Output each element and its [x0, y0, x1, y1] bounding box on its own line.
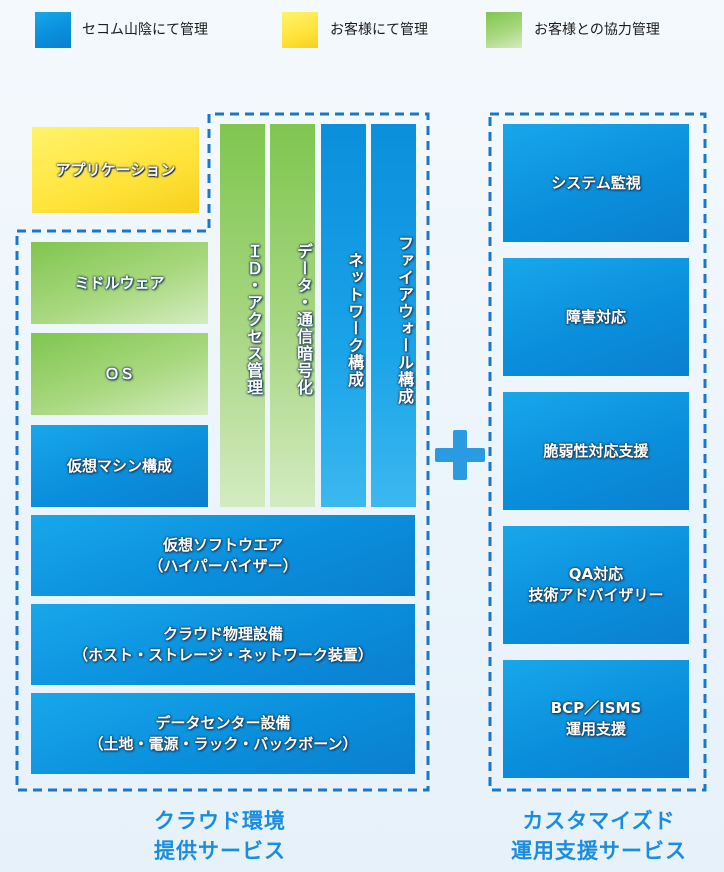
legend-swatch-cooperative: [486, 12, 522, 48]
hypervisor-box: 仮想ソフトウエア （ハイパーバイザー）: [31, 515, 415, 596]
middleware-box: ミドルウェア: [31, 242, 208, 324]
physical-facilities-box: クラウド物理設備 （ホスト・ストレージ・ネットワーク装置）: [31, 604, 415, 685]
legend-label-customer: お客様にて管理: [330, 22, 428, 38]
custom-item-qa-advisory: QA対応 技術アドバイザリー: [503, 526, 689, 644]
os-box: ＯＳ: [31, 333, 208, 415]
cloud-caption-line2: 提供サービス: [154, 839, 286, 863]
legend-label-secom: セコム山陰にて管理: [82, 22, 208, 38]
plus-icon: [435, 430, 485, 480]
column-data-encryption: データ・通信暗号化: [270, 124, 315, 507]
datacenter-facilities-box: データセンター設備 （土地・電源・ラック・バックボーン）: [31, 693, 415, 774]
custom-caption: カスタマイズド 運用支援サービス: [492, 806, 706, 866]
custom-caption-line2: 運用支援サービス: [511, 839, 687, 863]
cloud-caption-line1: クラウド環境: [154, 809, 286, 833]
column-id-access-management: ＩＤ・アクセス管理: [220, 124, 265, 507]
custom-item-vulnerability-support: 脆弱性対応支援: [503, 392, 689, 510]
custom-item-bcp-isms: BCP／ISMS 運用支援: [503, 660, 689, 778]
legend-swatch-secom: [35, 12, 71, 48]
column-network-config: ネットワーク構成: [321, 124, 366, 507]
custom-item-system-monitoring: システム監視: [503, 124, 689, 242]
cloud-caption: クラウド環境 提供サービス: [120, 806, 320, 866]
column-firewall-config: ファイアウォール構成: [371, 124, 416, 507]
custom-item-incident-response: 障害対応: [503, 258, 689, 376]
legend-swatch-customer: [282, 12, 318, 48]
application-box: アプリケーション: [32, 127, 199, 213]
custom-caption-line1: カスタマイズド: [522, 809, 676, 833]
virtual-machine-box: 仮想マシン構成: [31, 425, 208, 507]
legend-label-cooperative: お客様との協力管理: [534, 22, 660, 38]
